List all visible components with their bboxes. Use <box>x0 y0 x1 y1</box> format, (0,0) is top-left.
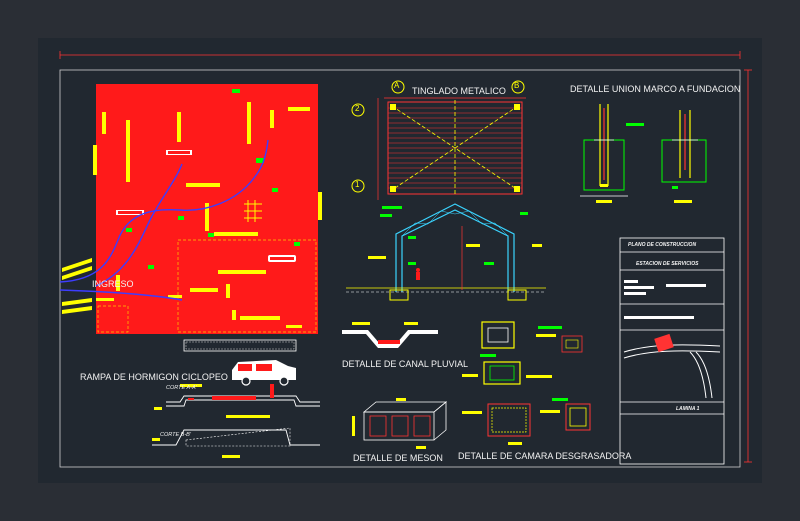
tinglado-label: TINGLADO METALICO <box>412 86 506 96</box>
title-block-frame <box>619 237 725 465</box>
drawing-frame <box>59 69 741 468</box>
detalle-camara <box>462 321 591 445</box>
detalle-union <box>580 104 707 203</box>
rampa-label: RAMPA DE HORMIGON CICLOPEO <box>80 372 228 382</box>
detalle-camara-label: DETALLE DE CAMARA DESGRASADORA <box>458 451 632 461</box>
grid-marker-2: 2 <box>355 104 360 113</box>
tinglado-elevation <box>346 203 546 301</box>
grid-marker-b: B <box>514 81 520 90</box>
detalle-meson <box>352 398 448 449</box>
site-plan <box>59 84 322 352</box>
ingreso-label: INGRESO <box>92 279 134 289</box>
detalle-canal <box>342 322 438 348</box>
location-map <box>623 333 721 399</box>
outer-dimensions <box>59 51 752 463</box>
title-block-subtitle: ESTACION DE SERVICIOS <box>636 261 699 267</box>
ramp-sections <box>152 360 320 458</box>
detalle-meson-label: DETALLE DE MESON <box>353 453 443 463</box>
grid-marker-a: A <box>394 81 400 90</box>
title-block-title: PLANO DE CONSTRUCCION <box>628 242 697 248</box>
grid-marker-1: 1 <box>355 180 360 189</box>
tinglado-plan <box>351 80 526 209</box>
title-block-sheet: LAMINA 1 <box>676 406 700 412</box>
corte-a-label: CORTE A-A' <box>166 385 197 391</box>
corte-b-label: CORTE B-B' <box>160 432 191 438</box>
detalle-union-label: DETALLE UNION MARCO A FUNDACION <box>570 84 741 94</box>
detalle-canal-label: DETALLE DE CANAL PLUVIAL <box>342 359 469 369</box>
title-block-fill <box>624 280 706 319</box>
